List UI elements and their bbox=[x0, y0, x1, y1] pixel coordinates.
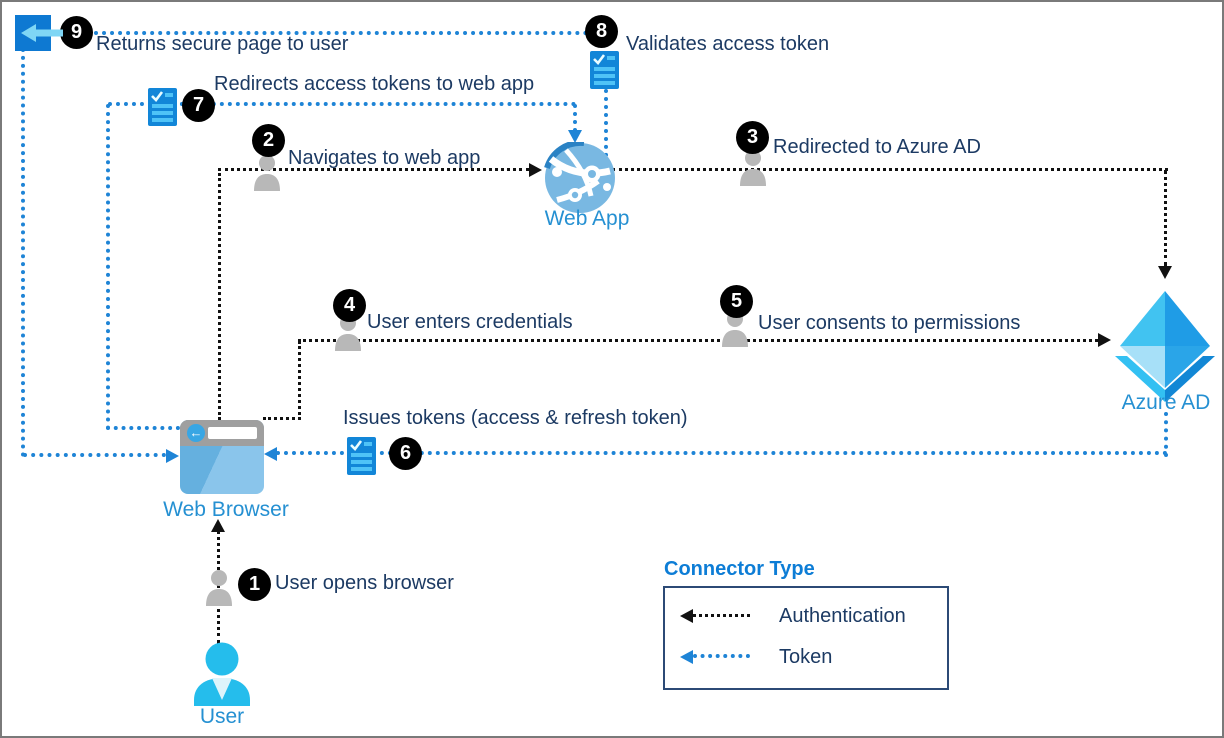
arrowhead-into-browser-bottom bbox=[211, 519, 225, 532]
step-label-4: User enters credentials bbox=[367, 311, 573, 333]
step-badge-6: 6 bbox=[389, 437, 422, 470]
legend-token-label: Token bbox=[779, 646, 833, 668]
legend-token-arrow-icon bbox=[680, 650, 693, 664]
step-label-3: Redirected to Azure AD bbox=[773, 136, 981, 158]
arrowhead-into-browser-right bbox=[264, 447, 277, 461]
connector-auth-2 bbox=[218, 168, 529, 171]
step-label-1: User opens browser bbox=[275, 572, 454, 594]
person-icon-step1 bbox=[206, 570, 232, 606]
web-app-label: Web App bbox=[544, 207, 630, 230]
connector-token-7-bottom bbox=[106, 426, 180, 430]
connector-auth-4-stub bbox=[263, 417, 301, 420]
step-badge-5: 5 bbox=[720, 285, 753, 318]
step-badge-9: 9 bbox=[60, 16, 93, 49]
azure-ad-icon bbox=[1115, 291, 1215, 402]
connector-token-9-bottom bbox=[23, 453, 166, 457]
step-badge-8: 8 bbox=[585, 15, 618, 48]
connector-token-6-drop bbox=[1164, 412, 1168, 457]
step-label-2: Navigates to web app bbox=[288, 147, 481, 169]
token-icon-6 bbox=[347, 437, 376, 475]
arrowhead-into-browser-left bbox=[166, 449, 179, 463]
web-app-icon bbox=[544, 142, 615, 213]
legend-auth-arrow-icon bbox=[680, 609, 693, 623]
person-icon-step2 bbox=[254, 155, 280, 191]
connector-token-9-left bbox=[21, 48, 25, 457]
azure-ad-label: Azure AD bbox=[1121, 391, 1211, 414]
connector-auth-4-up bbox=[298, 341, 301, 420]
legend-auth-line bbox=[693, 614, 750, 617]
legend-title: Connector Type bbox=[664, 558, 815, 580]
user-label: User bbox=[199, 705, 245, 728]
arrowhead-into-web-app bbox=[568, 130, 582, 143]
step-label-6: Issues tokens (access & refresh token) bbox=[343, 407, 688, 429]
browser-address-bar bbox=[208, 427, 257, 439]
connector-token-6 bbox=[276, 451, 1168, 455]
connector-token-7-top bbox=[108, 102, 576, 106]
token-icon-8 bbox=[590, 51, 619, 89]
browser-back-icon: ← bbox=[187, 424, 205, 442]
step-badge-1: 1 bbox=[238, 568, 271, 601]
step-label-5: User consents to permissions bbox=[758, 312, 1021, 334]
web-browser-label: Web Browser bbox=[163, 498, 289, 521]
step-badge-4: 4 bbox=[333, 289, 366, 322]
user-icon bbox=[194, 642, 250, 706]
connector-auth-1 bbox=[217, 530, 220, 644]
back-arrow-icon bbox=[21, 24, 63, 42]
web-browser-icon: ← bbox=[180, 420, 264, 494]
connector-token-8 bbox=[604, 89, 608, 173]
arrowhead-into-azure-top bbox=[1158, 266, 1172, 279]
legend-token-line bbox=[693, 654, 750, 658]
step-label-8: Validates access token bbox=[626, 33, 830, 55]
token-icon-7 bbox=[148, 88, 177, 126]
connector-auth-2-up bbox=[218, 173, 221, 420]
step-label-9: Returns secure page to user bbox=[96, 33, 349, 55]
connector-auth-3-drop bbox=[1164, 170, 1167, 266]
arrowhead-into-web-app-left bbox=[529, 163, 542, 177]
person-icon-step3 bbox=[740, 150, 766, 186]
step-label-7: Redirects access tokens to web app bbox=[214, 73, 535, 95]
connector-token-7-left bbox=[106, 104, 110, 430]
connector-auth-3 bbox=[612, 168, 1168, 171]
connector-auth-4-5 bbox=[298, 339, 1098, 342]
connector-token-9-top bbox=[94, 31, 588, 35]
connector-token-7-drop bbox=[573, 104, 577, 132]
step-badge-7: 7 bbox=[182, 89, 215, 122]
step-badge-3: 3 bbox=[736, 121, 769, 154]
legend-auth-label: Authentication bbox=[779, 605, 906, 627]
step-badge-2: 2 bbox=[252, 124, 285, 157]
legend-box bbox=[663, 586, 949, 690]
arrowhead-into-azure-left bbox=[1098, 333, 1111, 347]
